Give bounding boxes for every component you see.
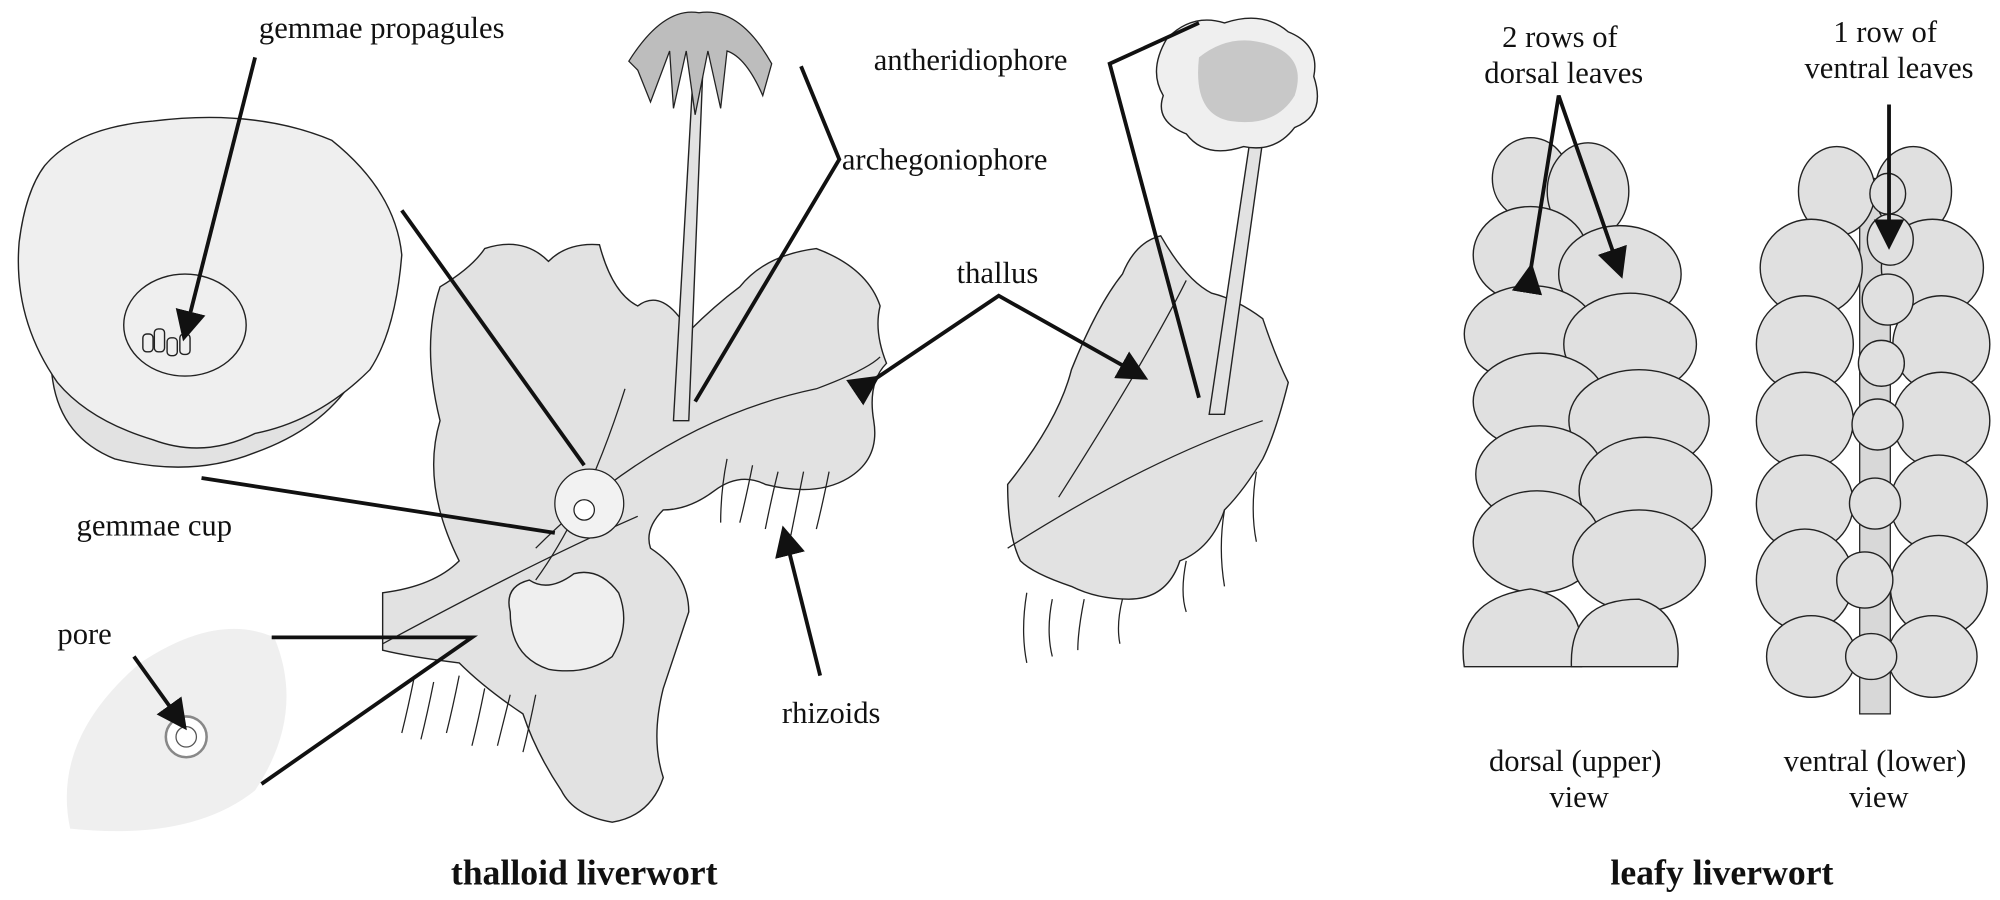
label-rhizoids: rhizoids: [782, 696, 881, 730]
label-dorsal-view: dorsal (upper) view: [1489, 744, 1669, 814]
leafy-dorsal-view: [1462, 136, 1713, 668]
title-thalloid-liverwort: thalloid liverwort: [451, 853, 718, 893]
pore-enlarged: [66, 628, 287, 832]
label-gemmae-cup: gemmae cup: [77, 508, 232, 542]
label-gemmae-propagules: gemmae propagules: [259, 11, 505, 45]
pore-icon: [175, 725, 198, 748]
label-thallus: thallus: [957, 256, 1039, 290]
label-pore: pore: [57, 617, 111, 651]
label-dorsal-rows: 2 rows of dorsal leaves: [1484, 20, 1643, 90]
male-thalloid-plant: [1006, 17, 1319, 664]
label-archegoniophore: archegoniophore: [842, 143, 1048, 177]
gemmae-cup-enlarged: [17, 116, 403, 468]
archegoniophore-head: [628, 11, 773, 115]
label-ventral-row: 1 row of ventral leaves: [1804, 15, 1973, 85]
label-antheridiophore: antheridiophore: [874, 43, 1068, 77]
leafy-ventral-view: [1755, 145, 1991, 715]
thalloid-plant: [381, 11, 888, 823]
label-ventral-view: ventral (lower) view: [1784, 744, 1974, 814]
leader-lines: [132, 21, 1905, 786]
title-leafy-liverwort: leafy liverwort: [1610, 853, 1833, 893]
